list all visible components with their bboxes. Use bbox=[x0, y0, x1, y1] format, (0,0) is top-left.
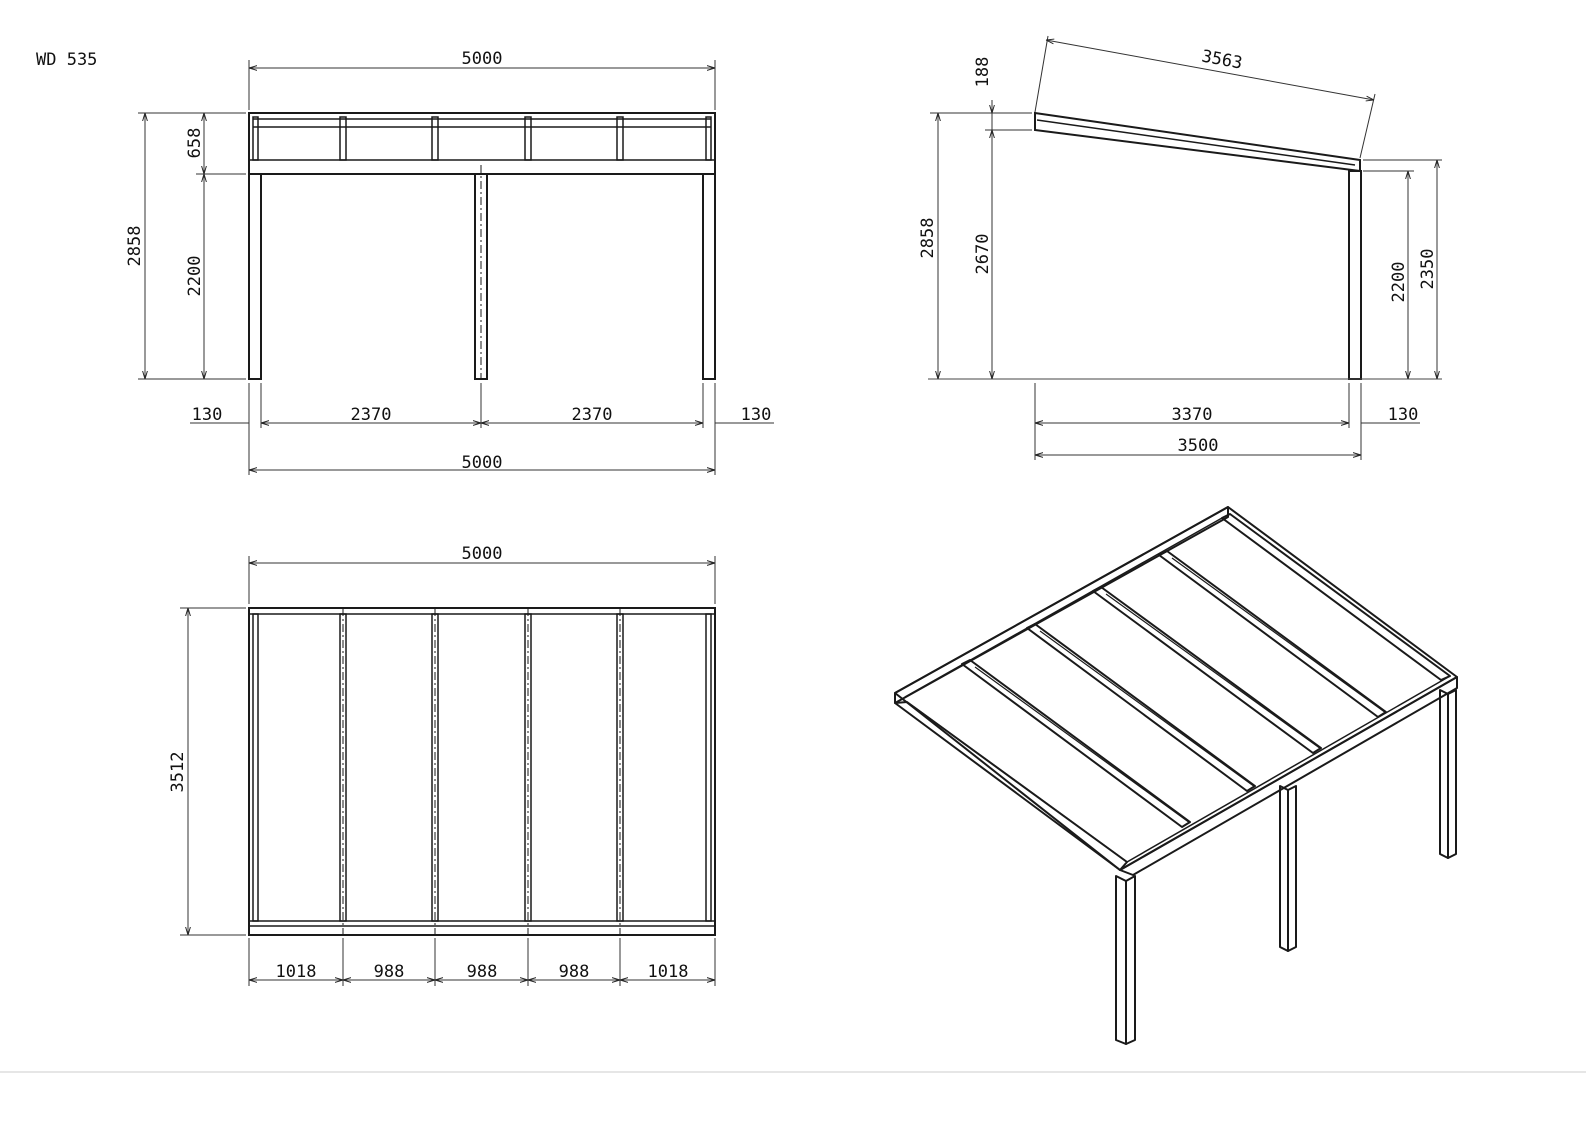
side-post bbox=[1348, 170, 1362, 380]
front-width-bottom: 5000 bbox=[462, 453, 503, 473]
top-depth: 3512 bbox=[168, 752, 188, 793]
front-overhang-right: 130 bbox=[741, 405, 772, 425]
front-width-top: 5000 bbox=[462, 49, 503, 69]
iso-post-front-right bbox=[1439, 689, 1449, 859]
top-rafters bbox=[252, 613, 712, 922]
model-code: WD 535 bbox=[36, 50, 97, 70]
top-width: 5000 bbox=[462, 544, 503, 564]
iso-panel-lines bbox=[909, 557, 1387, 862]
top-view bbox=[248, 607, 716, 936]
iso-post-front-middle bbox=[1279, 785, 1289, 952]
front-overhang-left: 130 bbox=[192, 405, 223, 425]
top-bay-2: 988 bbox=[374, 962, 405, 982]
top-outer-frame bbox=[248, 607, 716, 936]
iso-back-inner bbox=[904, 517, 1223, 698]
side-view bbox=[928, 111, 1442, 380]
front-span-left: 2370 bbox=[351, 405, 392, 425]
iso-right-rafter bbox=[1221, 513, 1451, 681]
side-roof-inner-line bbox=[1036, 119, 1356, 166]
top-dimensions bbox=[180, 556, 716, 986]
isometric-view bbox=[894, 506, 1458, 1045]
side-wall-height: 2670 bbox=[973, 234, 993, 275]
front-rafters bbox=[252, 116, 712, 161]
front-view bbox=[248, 112, 716, 380]
side-depth-inner: 3370 bbox=[1172, 405, 1213, 425]
top-bay-3: 988 bbox=[467, 962, 498, 982]
front-post-right bbox=[702, 173, 716, 380]
top-dimension-labels: 5000 3512 1018 988 988 988 1018 bbox=[168, 544, 688, 982]
top-bay-5: 1018 bbox=[648, 962, 689, 982]
front-total-height: 2858 bbox=[125, 226, 145, 267]
front-post-height: 2200 bbox=[185, 256, 205, 297]
iso-post-front-left bbox=[1115, 875, 1127, 1045]
top-bay-4: 988 bbox=[559, 962, 590, 982]
top-bay-1: 1018 bbox=[276, 962, 317, 982]
side-gutter-drop: 188 bbox=[973, 57, 993, 88]
front-post-left bbox=[248, 173, 262, 380]
front-roof-height: 658 bbox=[185, 128, 205, 159]
top-rafter-centerlines bbox=[342, 608, 621, 935]
side-post-height: 2200 bbox=[1389, 262, 1409, 303]
iso-posts bbox=[1115, 689, 1457, 1045]
side-total-height: 2858 bbox=[918, 218, 938, 259]
side-depth-total: 3500 bbox=[1178, 436, 1219, 456]
iso-gutter bbox=[1119, 676, 1458, 876]
side-front-height: 2350 bbox=[1418, 249, 1438, 290]
front-dimensions bbox=[138, 60, 774, 475]
side-post-offset: 130 bbox=[1388, 405, 1419, 425]
iso-wall-profile bbox=[894, 506, 1229, 704]
iso-rafters bbox=[961, 550, 1387, 828]
front-dimension-labels: 5000 2858 658 2200 130 2370 2370 130 500… bbox=[125, 49, 771, 473]
front-roof-band bbox=[248, 112, 716, 175]
front-span-right: 2370 bbox=[572, 405, 613, 425]
side-dimensions bbox=[930, 35, 1442, 460]
iso-gutter-inner bbox=[1126, 675, 1451, 863]
iso-left-rafter bbox=[894, 701, 1128, 871]
